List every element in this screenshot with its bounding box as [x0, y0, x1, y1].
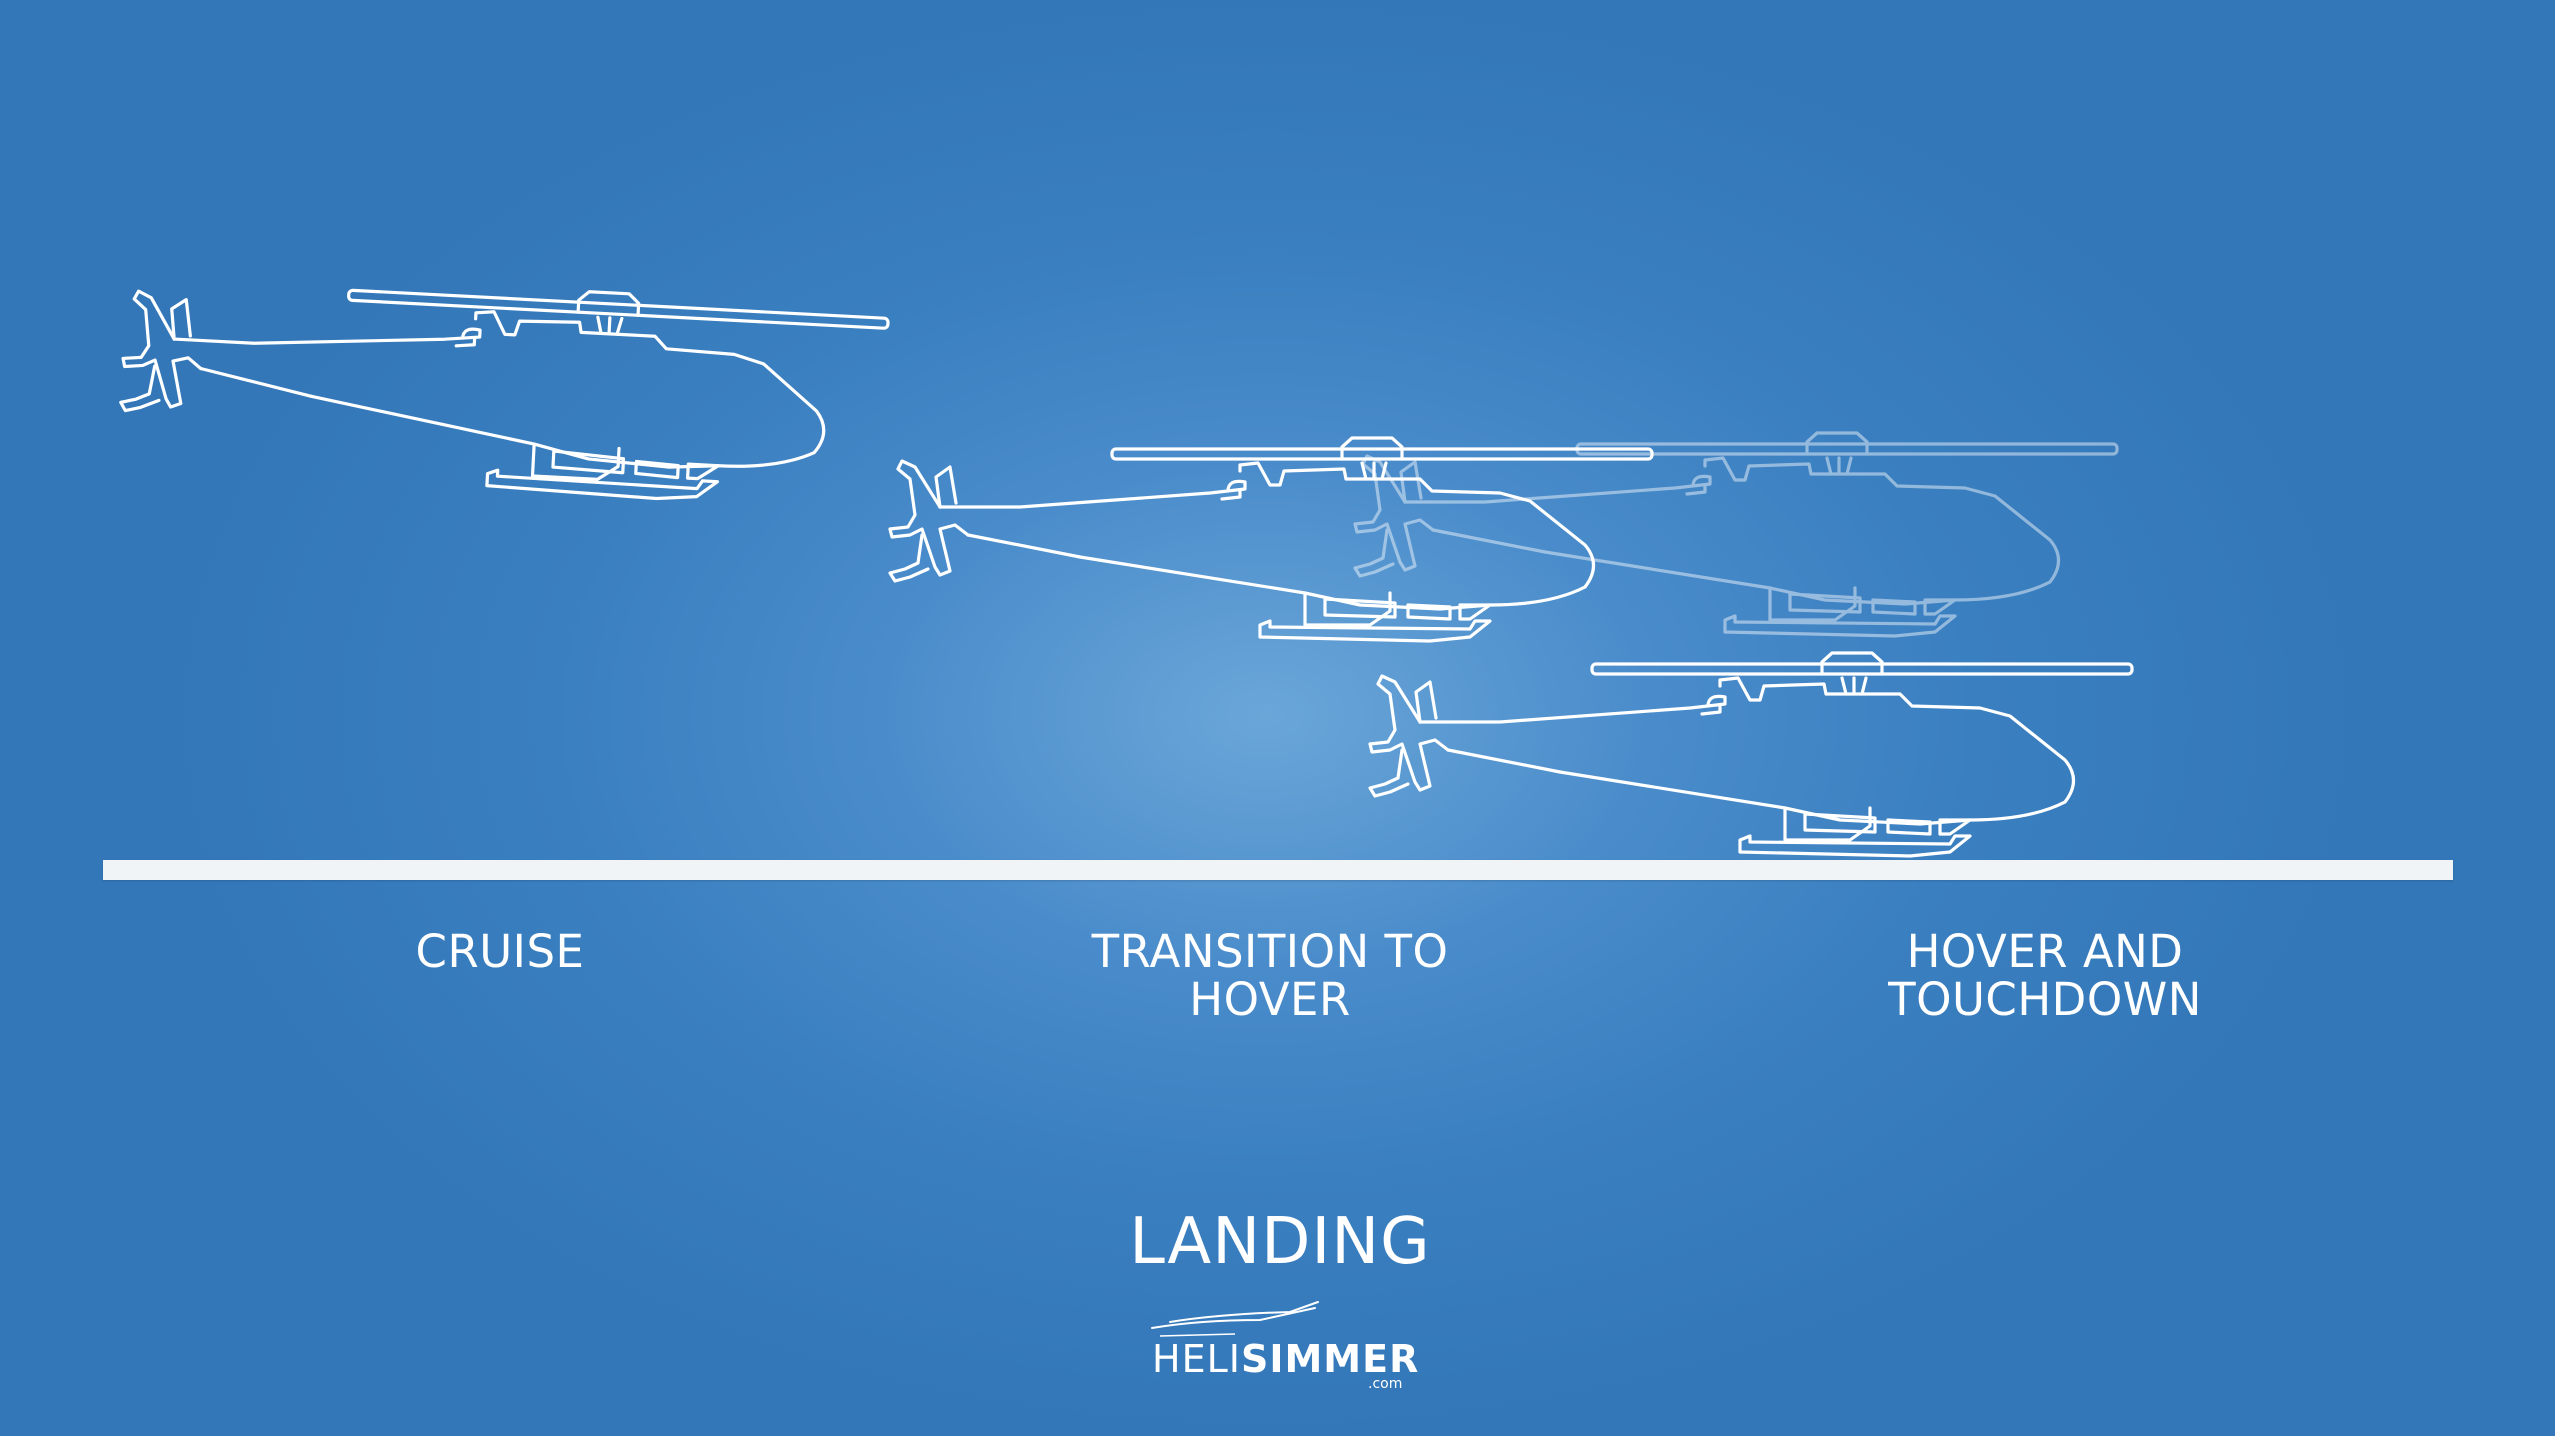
logo-suffix: .com: [1368, 1376, 1403, 1392]
helicopter-cruise-icon: [115, 265, 891, 512]
logo-wordmark: HELISIMMER: [1152, 1337, 1419, 1381]
helicopter-transition-icon: [888, 436, 1654, 643]
logo-text-light: HELI: [1152, 1337, 1241, 1381]
diagram-title: LANDING: [1129, 1205, 1431, 1279]
helicopter-icon: [1151, 1301, 1319, 1337]
ground-line: [103, 860, 2453, 880]
helicopter-touchdown-icon: [1368, 651, 2134, 858]
phase-label-hover-touchdown: HOVER AND TOUCHDOWN: [1888, 925, 2202, 1026]
phase-label-cruise: CRUISE: [415, 925, 585, 978]
helisimmer-logo: HELISIMMER .com: [1140, 1300, 1430, 1395]
logo-text-bold: SIMMER: [1240, 1337, 1420, 1381]
phase-label-transition: TRANSITION TO HOVER: [1091, 925, 1449, 1026]
